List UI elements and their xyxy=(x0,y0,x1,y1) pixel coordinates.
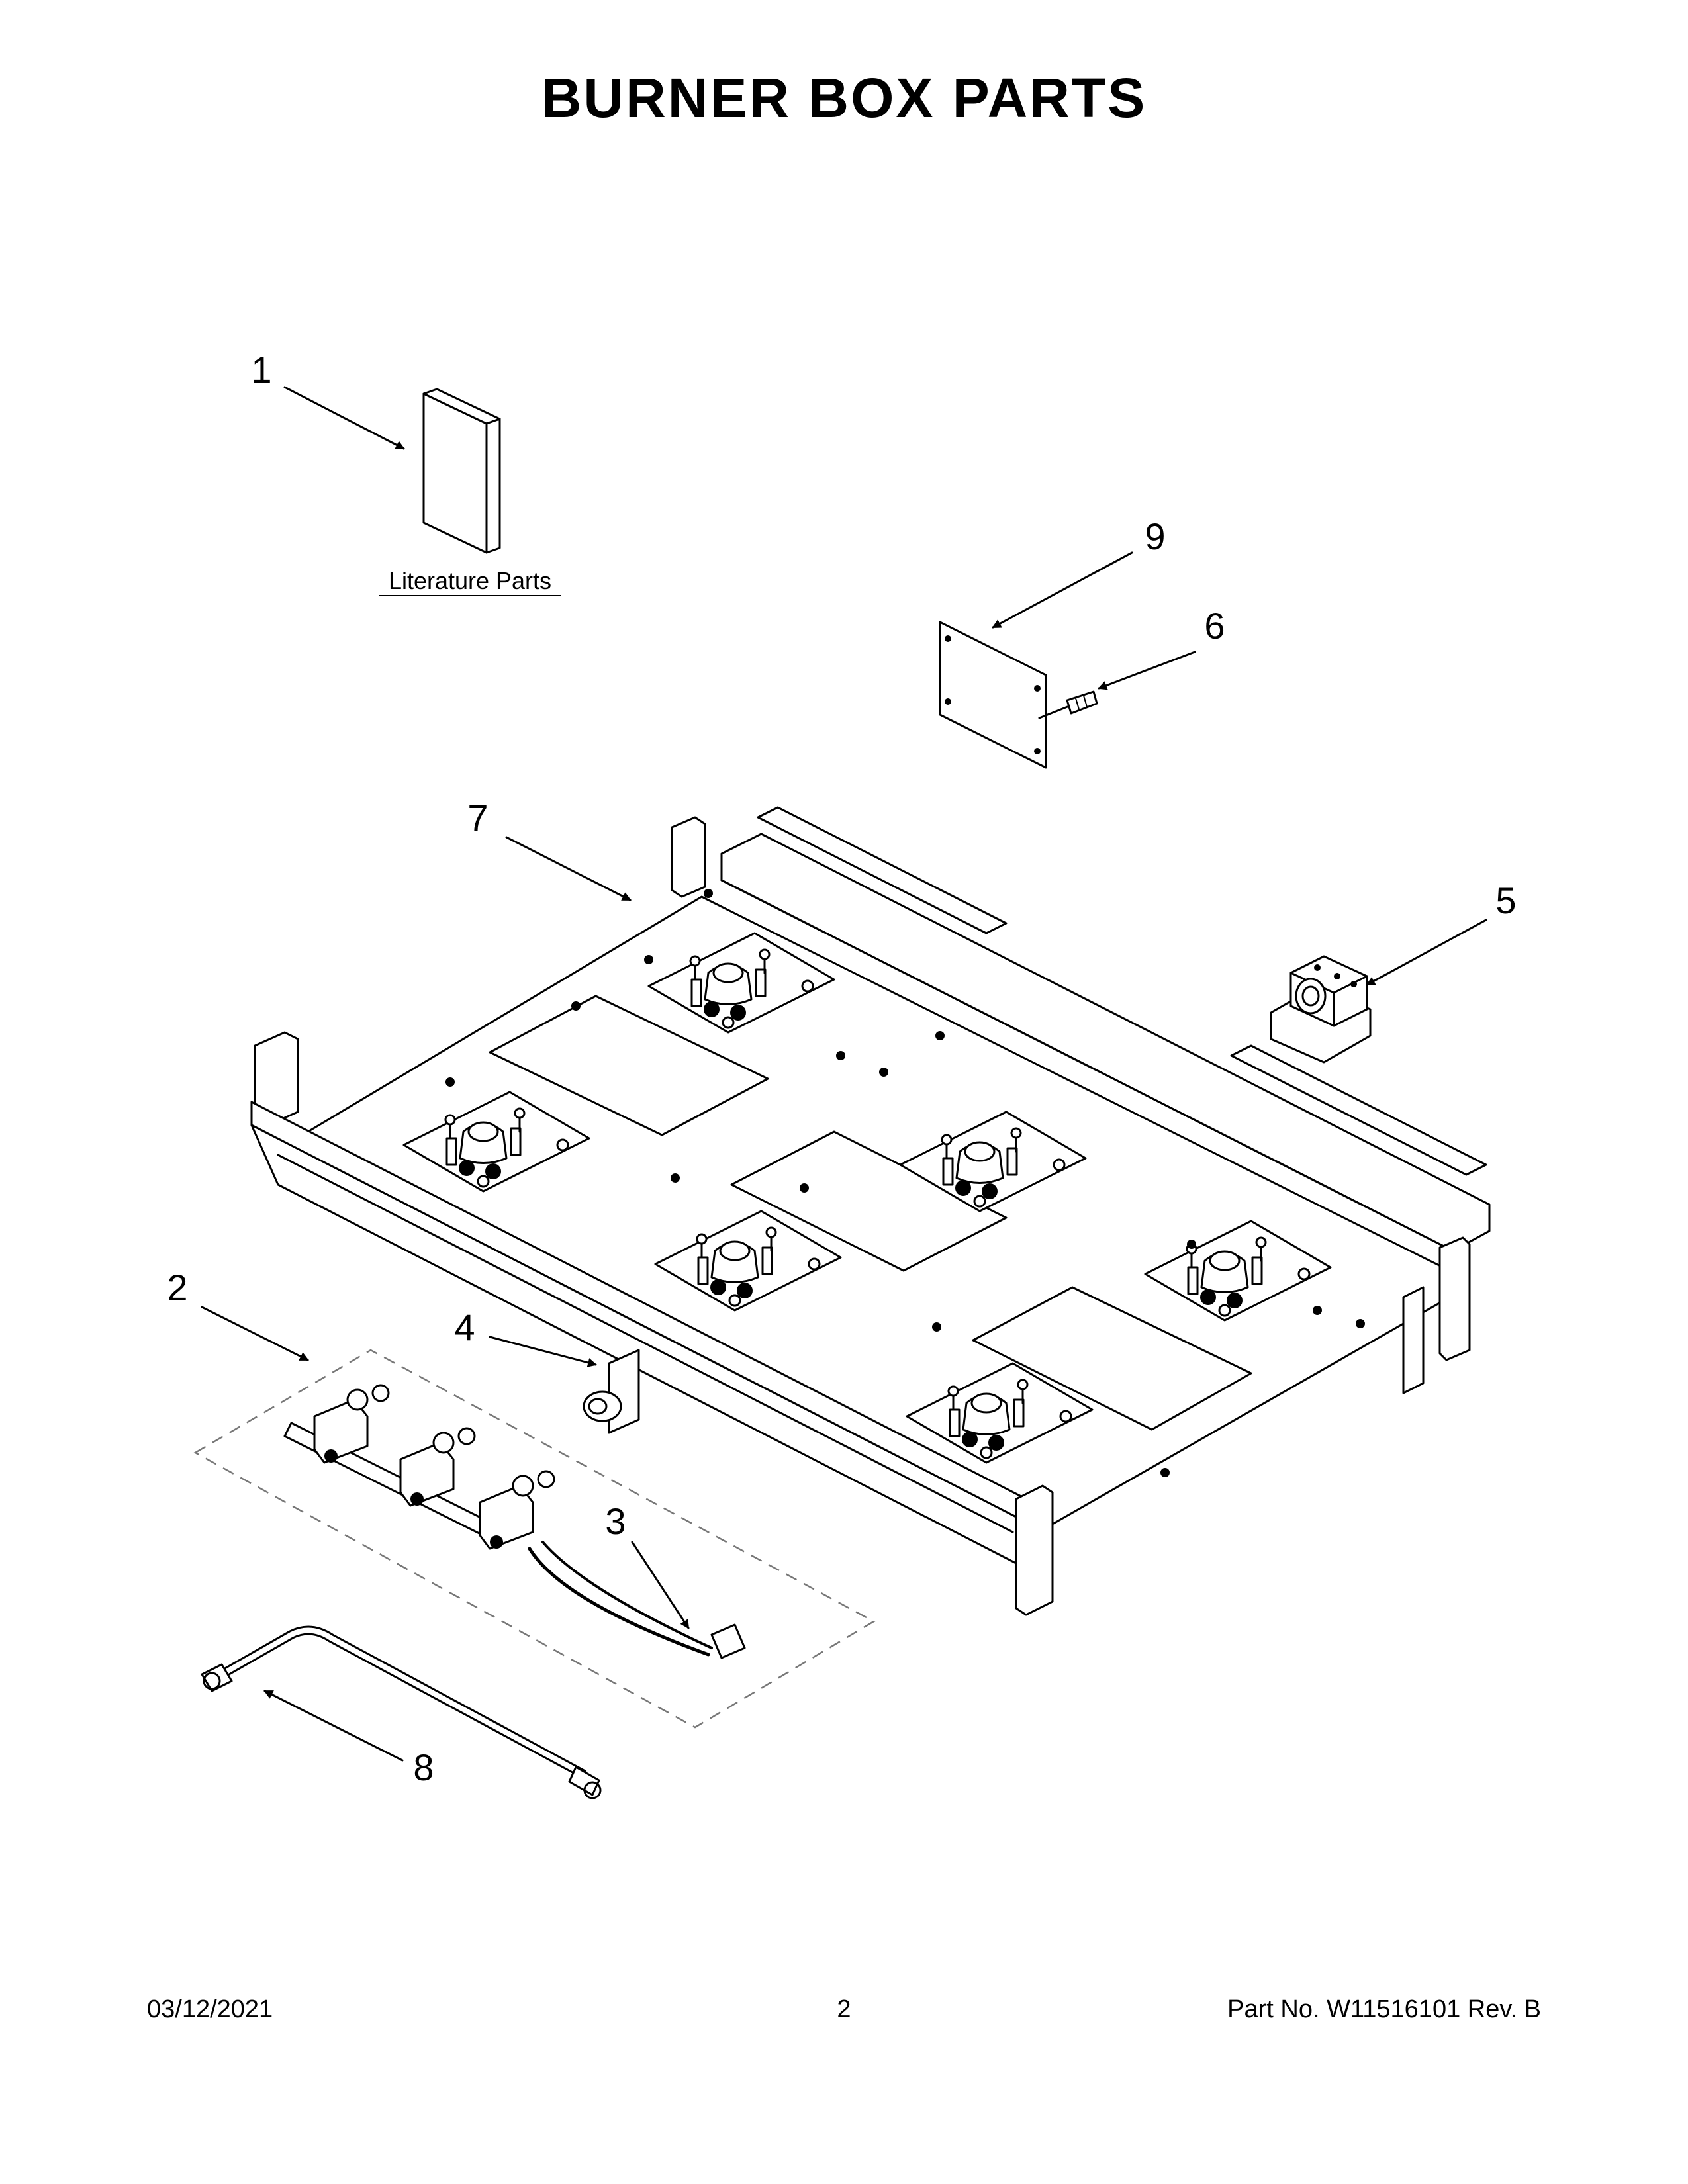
svg-text:2: 2 xyxy=(167,1267,187,1308)
assembly-outline xyxy=(193,1349,876,1729)
wire-harness xyxy=(528,1541,746,1659)
manifold-fitting xyxy=(583,1349,640,1434)
callout-7: 7 xyxy=(467,797,632,901)
svg-text:8: 8 xyxy=(413,1747,434,1788)
page-title: BURNER BOX PARTS xyxy=(541,67,1147,129)
footer-date: 03/12/2021 xyxy=(147,1995,273,2023)
svg-text:1: 1 xyxy=(251,349,271,390)
callout-8: 8 xyxy=(263,1690,434,1788)
literature-parts-label: Literature Parts xyxy=(389,567,551,594)
callout-2: 2 xyxy=(167,1267,309,1361)
callout-9: 9 xyxy=(992,516,1166,629)
svg-text:5: 5 xyxy=(1495,880,1516,921)
callout-1: 1 xyxy=(251,349,405,450)
burner-box xyxy=(250,806,1491,1616)
literature-parts: Literature Parts xyxy=(379,388,561,596)
callout-4: 4 xyxy=(454,1306,597,1367)
svg-text:3: 3 xyxy=(605,1500,626,1542)
footer-page-number: 2 xyxy=(837,1995,851,2023)
svg-text:7: 7 xyxy=(467,797,488,839)
spark-module xyxy=(1270,955,1372,1064)
svg-text:4: 4 xyxy=(454,1306,475,1348)
callout-5: 5 xyxy=(1366,880,1517,986)
callout-3: 3 xyxy=(605,1500,690,1629)
svg-text:9: 9 xyxy=(1145,516,1165,557)
gas-tube xyxy=(201,1625,602,1799)
valve-manifold xyxy=(283,1384,555,1550)
footer-part-number: Part No. W11516101 Rev. B xyxy=(1227,1995,1541,2023)
screw xyxy=(1038,690,1098,719)
svg-text:6: 6 xyxy=(1204,605,1225,647)
callout-6: 6 xyxy=(1098,605,1225,690)
cover-plate xyxy=(939,621,1047,769)
